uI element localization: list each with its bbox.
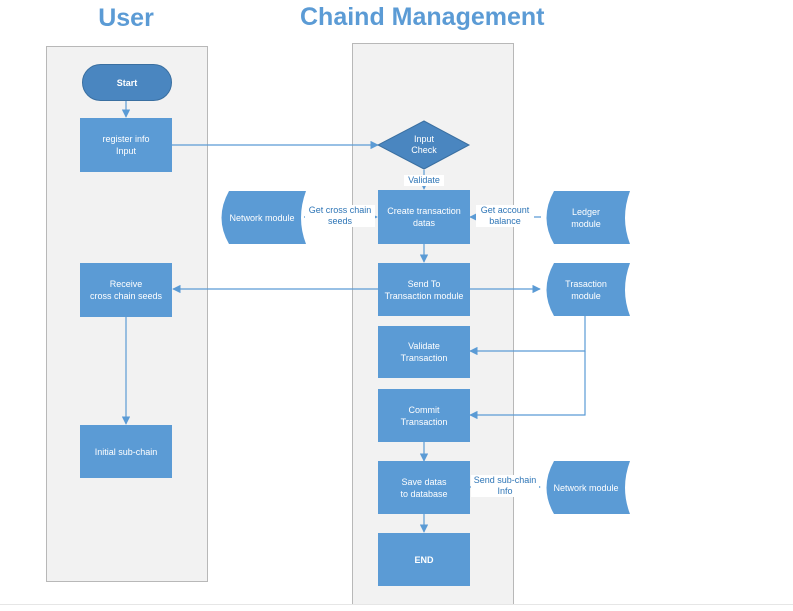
initial-sub-chain-box: Initial sub-chain bbox=[80, 425, 172, 478]
ledger-module-label: Ledger module bbox=[571, 206, 601, 229]
network-module-shape-2 bbox=[546, 461, 630, 514]
receive-cross-chain-seeds-box: Receive cross chain seeds bbox=[80, 263, 172, 317]
network-module-label-1: Network module bbox=[229, 212, 295, 223]
page-divider bbox=[0, 604, 793, 605]
transaction-module-shape bbox=[546, 263, 630, 316]
send-to-transaction-module-label: Send To Transaction module bbox=[384, 278, 464, 301]
commit-transaction-box: Commit Transaction bbox=[378, 389, 470, 442]
edge-transaction-to-commit bbox=[469, 351, 586, 420]
validate-transaction-label: Validate Transaction bbox=[400, 341, 448, 363]
validate-transaction-box: Validate Transaction bbox=[378, 326, 470, 378]
receive-cross-chain-seeds-label: Receive cross chain seeds bbox=[89, 279, 163, 301]
edge-label-get-cross-chain-seeds: Get cross chain seeds bbox=[305, 205, 375, 227]
input-check-label: Input Check bbox=[411, 134, 437, 155]
input-check-decision bbox=[376, 120, 471, 170]
register-info-input-box: register info Input bbox=[80, 118, 172, 172]
lane-title-user: User bbox=[98, 4, 154, 32]
initial-sub-chain-label: Initial sub-chain bbox=[94, 446, 158, 457]
end-label: END bbox=[414, 554, 434, 565]
send-to-transaction-module-box: Send To Transaction module bbox=[378, 263, 470, 316]
ledger-module-shape bbox=[546, 191, 630, 244]
end-box: END bbox=[378, 533, 470, 586]
edge-label-validate: Validate bbox=[404, 175, 444, 186]
transaction-module-label: Trasaction module bbox=[565, 278, 607, 301]
save-datas-to-database-box: Save datas to database bbox=[378, 461, 470, 514]
start-terminator: Start bbox=[82, 64, 172, 101]
edge-label-send-sub-chain-info: Send sub-chain Info bbox=[471, 475, 539, 497]
save-datas-to-database-label: Save datas to database bbox=[400, 476, 448, 499]
create-transaction-datas-box: Create transaction datas bbox=[378, 190, 470, 244]
create-transaction-datas-label: Create transaction datas bbox=[387, 206, 461, 228]
edge-label-get-account-balance: Get account balance bbox=[476, 205, 534, 227]
network-module-label-2: Network module bbox=[553, 482, 619, 493]
register-info-input-label: register info Input bbox=[102, 134, 150, 156]
edge-transaction-to-validate bbox=[469, 316, 586, 356]
lane-title-chain-management: Chaind Management bbox=[300, 3, 545, 31]
network-module-shape-1 bbox=[221, 191, 306, 244]
start-label: Start bbox=[116, 77, 138, 88]
commit-transaction-label: Commit Transaction bbox=[400, 404, 448, 427]
